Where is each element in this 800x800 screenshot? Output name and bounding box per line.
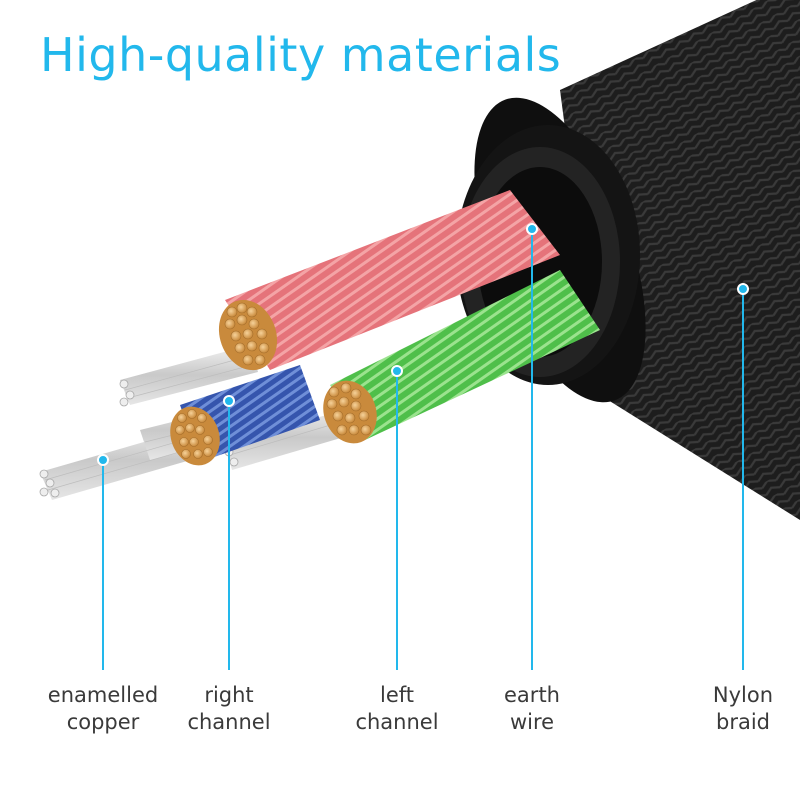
label-earth-wire: earth wire [467,682,597,736]
left-channel-dot [391,365,403,377]
callout-dots [97,223,749,466]
label-line: Nylon [712,683,774,707]
label-line: right [204,683,254,707]
label-line: copper [66,710,140,734]
callout-lines [102,229,744,670]
label-nylon-braid: Nylon braid [678,682,800,736]
label-left-channel: left channel [332,682,462,736]
page-title: High-quality materials [40,28,562,82]
label-line: channel [355,710,439,734]
label-enamelled-copper: enamelled copper [38,682,168,736]
label-line: left [379,683,414,707]
label-line: wire [509,710,555,734]
label-line: enamelled [47,683,159,707]
label-line: channel [187,710,271,734]
earth-wire-dot [526,223,538,235]
right-channel-dot [223,395,235,407]
copper-strand-ends [175,302,372,459]
nylon-braid-dot [737,283,749,295]
enamelled-copper-dot [97,454,109,466]
label-line: earth [504,683,560,707]
label-right-channel: right channel [164,682,294,736]
label-line: braid [716,710,770,734]
